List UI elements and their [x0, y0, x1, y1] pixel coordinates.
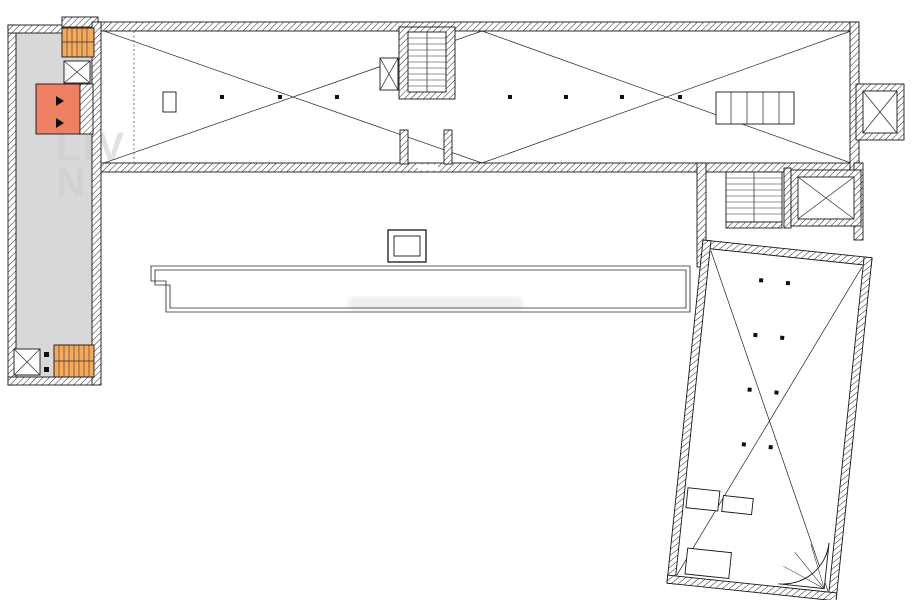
hall-room-a: [685, 487, 721, 512]
hall-east-wall: [827, 256, 873, 600]
corridor-stub-wall-west: [399, 129, 409, 165]
left-wing-east-wall: [91, 21, 102, 386]
hall-room-b: [721, 495, 754, 516]
east-elevator-x-icon: [862, 90, 898, 134]
top-wing: [95, 21, 905, 173]
left-wing: [7, 16, 102, 386]
void-cross-hall: [676, 250, 863, 592]
tilted-hall: [666, 239, 873, 600]
top-wing-south-wall: [95, 162, 863, 173]
block-divider-wall: [783, 167, 792, 229]
door-post: [44, 367, 49, 372]
hall-columns: [741, 278, 791, 450]
south-elevator: [13, 348, 49, 376]
skylight-inner: [393, 235, 421, 257]
hall-room-c: [684, 547, 732, 580]
roof-hatch-row: [715, 91, 795, 125]
shaft-wall: [79, 83, 94, 135]
void-cross-east: [481, 30, 852, 164]
door-marker-icon: [56, 118, 64, 128]
left-wing-south-wall: [7, 376, 95, 386]
spiral-stair: [778, 542, 830, 590]
corridor-door-opening: [418, 164, 438, 171]
watermark-line-2: N: [56, 161, 88, 205]
right-wing: [666, 162, 873, 600]
left-wing-west-wall: [7, 24, 17, 386]
north-stair: [61, 27, 95, 58]
courtyard: [150, 173, 702, 313]
door-marker-icon: [56, 96, 64, 106]
core-elevator-x-icon: [379, 57, 399, 91]
terrace-outline-outer: [150, 265, 691, 313]
wall-niche: [162, 91, 177, 113]
south-stair: [53, 344, 95, 378]
central-core: [379, 26, 456, 100]
terrace-outline-inner: [154, 269, 687, 309]
highlighted-room: [35, 83, 94, 135]
column-grid: [220, 95, 682, 99]
door-post: [44, 352, 49, 357]
east-elevator: [855, 83, 905, 141]
block-stair-south-wall: [725, 221, 783, 229]
hall-south-wall: [666, 574, 838, 600]
north-elevator: [63, 60, 91, 84]
top-wing-north-wall: [95, 21, 859, 32]
watermark-smudge: [348, 297, 523, 310]
block-elevator: [790, 169, 862, 227]
block-stair: [725, 171, 783, 223]
core-stair-treads: [408, 32, 446, 92]
corridor-stub-wall-east: [443, 129, 453, 165]
upper-block: [725, 167, 862, 229]
